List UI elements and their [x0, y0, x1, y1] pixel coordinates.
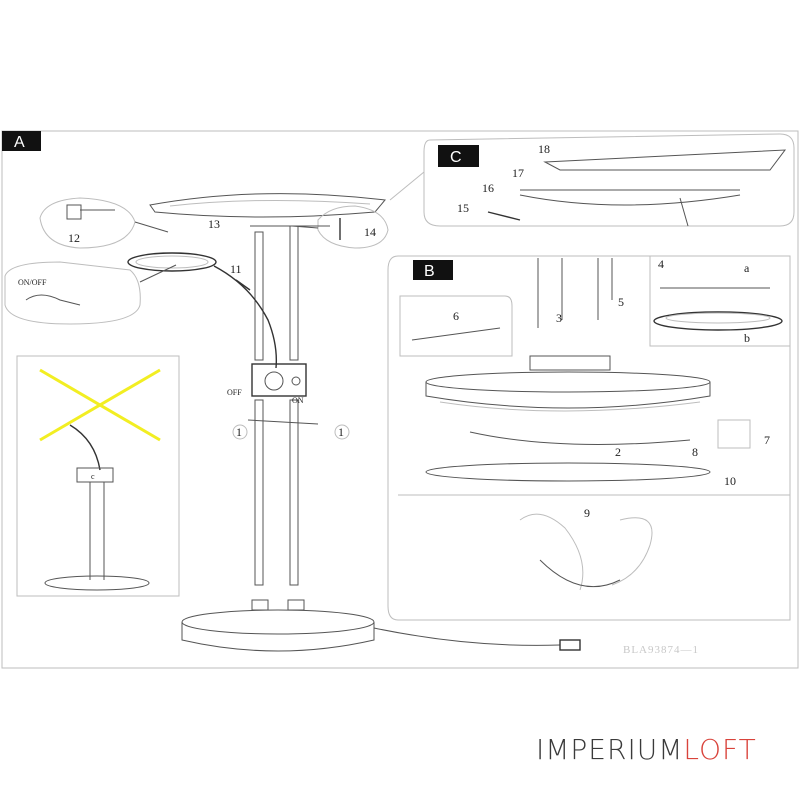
part-label-9: 9 [584, 506, 590, 520]
part-label-10: 10 [724, 474, 736, 488]
part-label-1-left: 1 [236, 425, 242, 439]
section-c-panel: C 18 17 16 15 [389, 133, 795, 227]
brand-logo-part2: LOFT [683, 733, 757, 766]
incorrect-assembly-box: c [16, 355, 180, 597]
brand-logo: IMPERIUMLOFT [536, 733, 757, 766]
svg-text:c: c [91, 472, 95, 481]
part-label-2: 2 [615, 445, 621, 459]
part-label-11: 11 [230, 262, 242, 276]
reading-light: 11 [127, 252, 278, 369]
part-label-12: 12 [68, 231, 80, 245]
part-label-5: 5 [618, 295, 624, 309]
switch-detail-bubble: ON/OFF [4, 261, 177, 325]
part-label-13: 13 [208, 217, 220, 231]
lamp-head [149, 193, 386, 218]
section-a-marker: A [2, 131, 41, 151]
part-label-14: 14 [364, 225, 376, 239]
part-label-7: 7 [764, 433, 770, 447]
part-label-17: 17 [512, 166, 524, 180]
part-label-16: 16 [482, 181, 494, 195]
detail-bubble-12: 12 [39, 197, 169, 249]
on-off-label: ON/OFF [18, 278, 47, 287]
section-b-panel: B 4 a b 6 3 5 2 8 7 10 [387, 255, 791, 621]
svg-text:A: A [14, 134, 25, 151]
svg-text:C: C [450, 149, 462, 166]
on-label: ON [292, 396, 304, 405]
lamp-base: BLA93874—1 [181, 599, 699, 656]
product-code: BLA93874—1 [623, 644, 699, 656]
lamp-poles [250, 225, 330, 586]
part-group-1: 1 1 [232, 419, 350, 440]
part-label-6: 6 [453, 309, 459, 323]
part-label-18: 18 [538, 142, 550, 156]
part-label-1-right: 1 [338, 425, 344, 439]
part-label-a: a [744, 261, 750, 275]
part-label-3: 3 [556, 311, 562, 325]
switch-box: OFF ON [227, 363, 307, 405]
svg-text:B: B [424, 263, 435, 280]
part-label-b: b [744, 331, 750, 345]
part-label-8: 8 [692, 445, 698, 459]
off-label: OFF [227, 388, 242, 397]
part-label-15: 15 [457, 201, 469, 215]
brand-logo-part1: IMPERIUM [536, 733, 684, 766]
detail-bubble-14: 14 [291, 205, 389, 249]
diagram-frame [1, 130, 799, 669]
part-label-4: 4 [658, 257, 664, 271]
